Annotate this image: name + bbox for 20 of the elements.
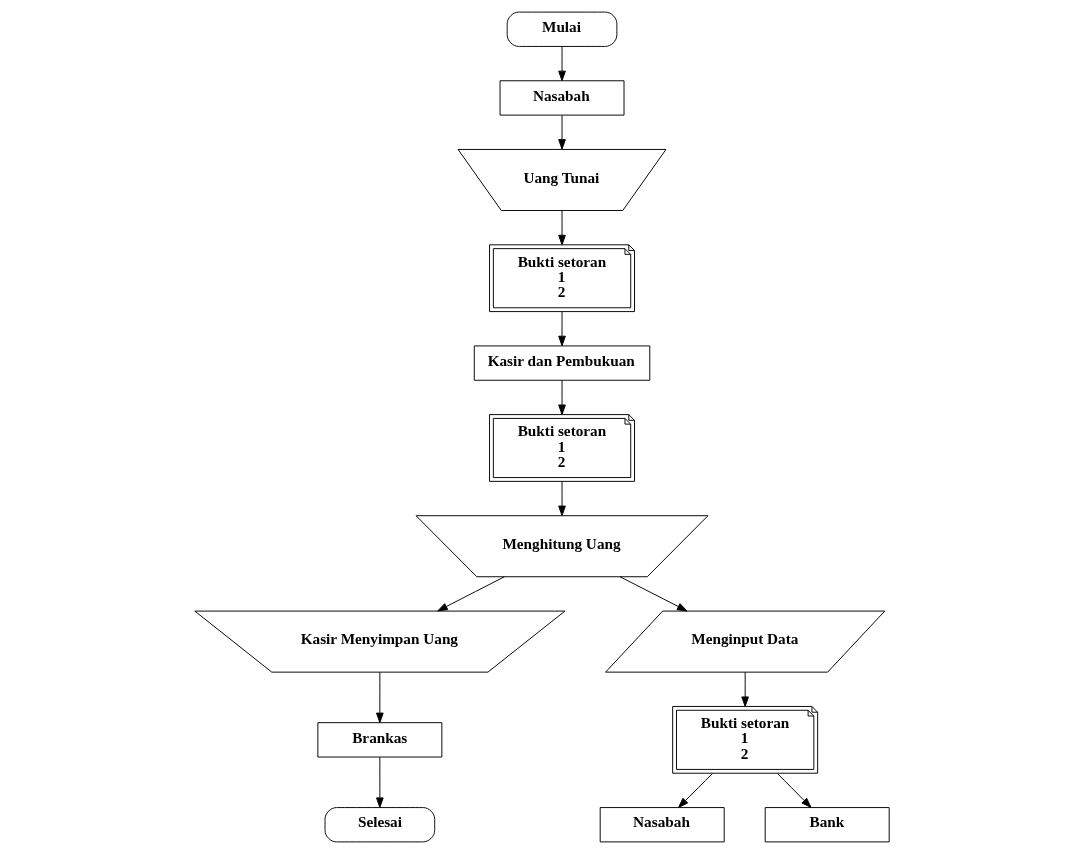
arrow [558, 46, 566, 82]
node-box: Brankas [317, 722, 443, 758]
node-box: Bank [764, 807, 890, 843]
arrow [777, 773, 812, 808]
arrow [741, 671, 749, 707]
node-box: Kasir dan Pembukuan [473, 345, 651, 381]
arrow [558, 311, 566, 347]
arrow [558, 115, 566, 150]
arrow [376, 756, 384, 808]
arrow [678, 773, 713, 808]
arrow [558, 210, 566, 246]
node-box: Selesai [324, 807, 436, 843]
node-box: Nasabah [599, 807, 725, 843]
node-box: Mulai [506, 11, 618, 47]
node-box: Nasabah [499, 80, 625, 116]
arrow [619, 576, 688, 612]
arrow [558, 481, 566, 517]
arrow [376, 671, 384, 724]
arrow [558, 379, 566, 415]
arrow [437, 576, 505, 612]
